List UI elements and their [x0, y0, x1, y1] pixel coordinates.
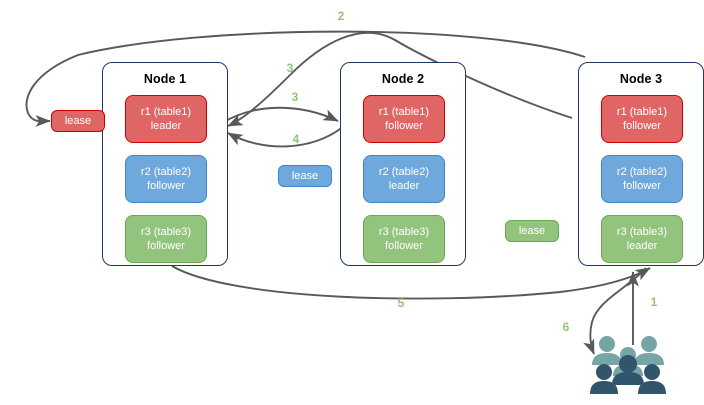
edge-label-4: 4: [292, 132, 300, 146]
replica-range: r1 (table1): [378, 106, 430, 118]
replica-role: follower: [385, 120, 423, 132]
replica-role: leader: [388, 180, 420, 192]
replica-range: r1 (table1): [616, 106, 668, 118]
lease-badge-r2[interactable]: lease: [278, 165, 332, 187]
replica-role: follower: [623, 120, 661, 132]
edge-step-3-short: [221, 106, 339, 124]
edge-step-4: [227, 125, 345, 148]
users-group-icon: [590, 336, 666, 394]
replica-role: follower: [147, 180, 185, 192]
replica-role: follower: [385, 240, 423, 252]
edge-label-1: 1: [650, 295, 658, 309]
replica-range: r1 (table1): [140, 106, 192, 118]
node-3-title: Node 3: [619, 72, 663, 86]
edge-step-5: [171, 265, 651, 300]
replica-n2-r1[interactable]: r1 (table1) follower: [363, 95, 445, 143]
lease-badge-r1[interactable]: lease: [51, 110, 105, 132]
replica-n3-r1[interactable]: r1 (table1) follower: [601, 95, 683, 143]
node-1-box[interactable]: Node 1 r1 (table1) leader r2 (table2) fo…: [102, 62, 228, 266]
node-1-title: Node 1: [143, 72, 187, 86]
edge-label-6: 6: [562, 320, 570, 334]
replica-n2-r2[interactable]: r2 (table2) leader: [363, 155, 445, 203]
replica-range: r3 (table3): [616, 226, 668, 238]
edge-step-6: [583, 267, 647, 355]
lease-badge-r3[interactable]: lease: [505, 220, 559, 242]
replica-range: r2 (table2): [140, 166, 192, 178]
replica-role: leader: [626, 240, 658, 252]
replica-range: r2 (table2): [616, 166, 668, 178]
replica-range: r3 (table3): [378, 226, 430, 238]
edge-label-5: 5: [397, 296, 405, 310]
replica-range: r2 (table2): [378, 166, 430, 178]
replica-role: leader: [150, 120, 182, 132]
replica-n2-r3[interactable]: r3 (table3) follower: [363, 215, 445, 263]
replica-n1-r3[interactable]: r3 (table3) follower: [125, 215, 207, 263]
replica-n3-r2[interactable]: r2 (table2) follower: [601, 155, 683, 203]
node-2-title: Node 2: [381, 72, 425, 86]
replica-role: follower: [147, 240, 185, 252]
edge-label-2: 2: [337, 9, 345, 23]
edge-step-3-long: [227, 31, 573, 127]
replica-range: r3 (table3): [140, 226, 192, 238]
node-3-box[interactable]: Node 3 r1 (table1) follower r2 (table2) …: [578, 62, 704, 266]
replica-n3-r3[interactable]: r3 (table3) leader: [601, 215, 683, 263]
edge-step-2: [25, 30, 586, 127]
replica-n1-r2[interactable]: r2 (table2) follower: [125, 155, 207, 203]
edge-label-3-long: 3: [286, 61, 294, 75]
replica-n1-r1[interactable]: r1 (table1) leader: [125, 95, 207, 143]
replica-role: follower: [623, 180, 661, 192]
edge-label-3-short: 3: [291, 90, 299, 104]
node-2-box[interactable]: Node 2 r1 (table1) follower r2 (table2) …: [340, 62, 466, 266]
